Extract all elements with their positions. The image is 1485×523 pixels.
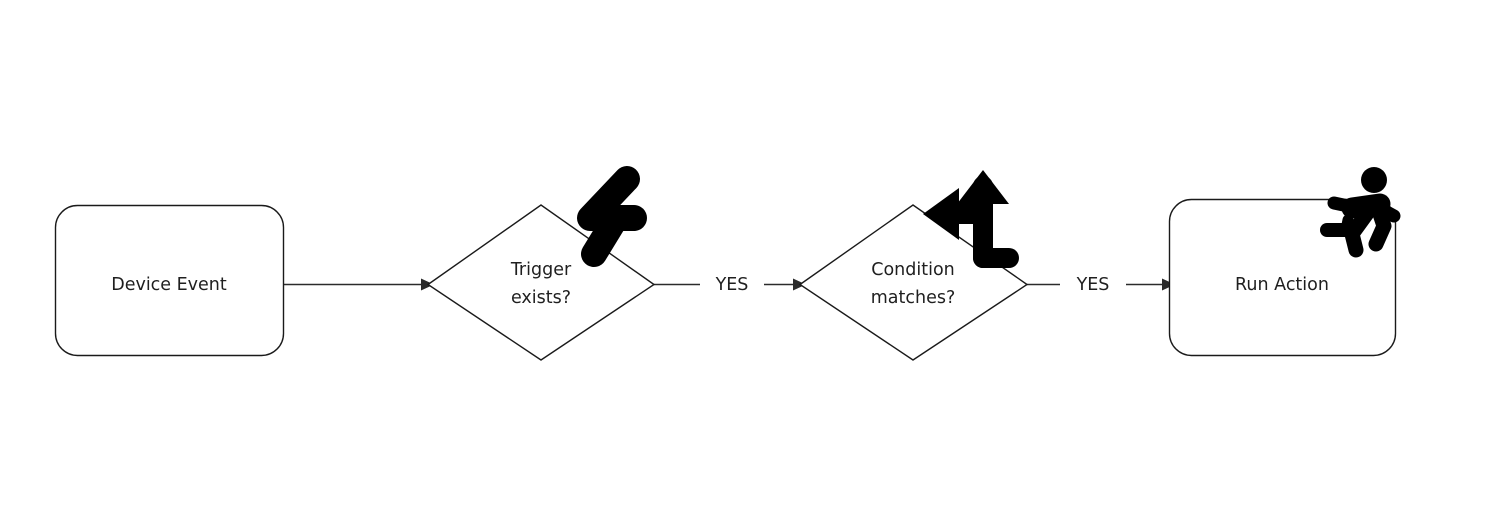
edge-3-arrowhead <box>1162 278 1175 291</box>
device-event-label: Device Event <box>111 275 227 295</box>
run-action-label: Run Action <box>1235 275 1329 295</box>
condition-matches-diamond[interactable] <box>798 204 1029 361</box>
node-condition-matches[interactable]: Condition matches? <box>798 204 1029 361</box>
condition-matches-label-line2: matches? <box>871 288 956 308</box>
lightning-bolt-icon <box>577 166 647 267</box>
node-run-action[interactable]: Run Action <box>1168 198 1397 357</box>
trigger-exists-diamond[interactable] <box>426 204 656 361</box>
node-trigger-exists[interactable]: Trigger exists? <box>426 204 656 361</box>
edge-label-yes-1: YES <box>715 275 749 295</box>
device-event-box[interactable] <box>54 204 285 357</box>
branch-arrows-icon <box>923 170 1019 268</box>
edge-device-event-to-trigger <box>283 278 434 291</box>
edge-trigger-to-condition: YES <box>654 275 806 295</box>
node-device-event[interactable]: Device Event <box>54 204 285 357</box>
trigger-exists-label-line2: exists? <box>511 288 571 308</box>
run-action-box[interactable] <box>1168 198 1397 357</box>
branch-left-arrowhead <box>923 188 959 240</box>
edge-condition-to-run-action: YES <box>1027 275 1175 295</box>
trigger-exists-label-line1: Trigger <box>510 260 572 280</box>
running-person-icon <box>1320 167 1401 258</box>
condition-matches-label-line1: Condition <box>871 260 955 280</box>
runner-head <box>1361 167 1387 193</box>
branch-up-arrowhead <box>957 170 1009 204</box>
edge-label-yes-2: YES <box>1076 275 1110 295</box>
